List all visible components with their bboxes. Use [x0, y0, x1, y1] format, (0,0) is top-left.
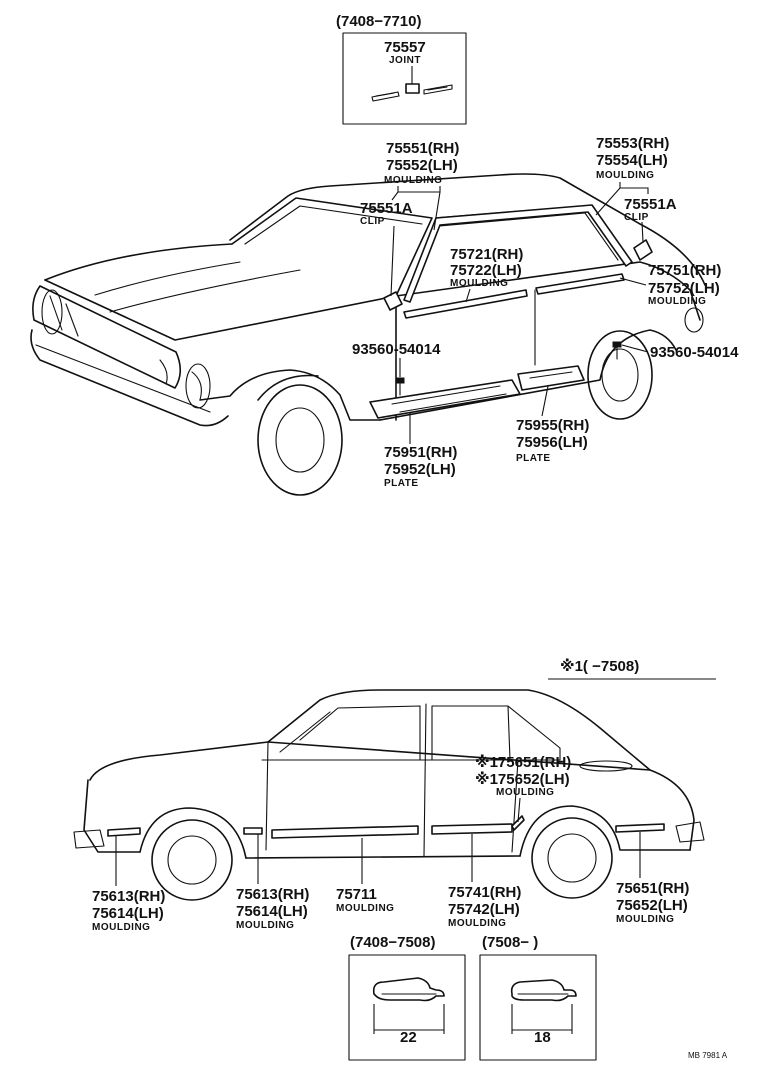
scuff-plate-rear-part — [517, 365, 585, 391]
inset-joint-part-no: 75557 — [384, 39, 426, 56]
clip-left-part — [383, 291, 403, 311]
callout-75553-75554-line2: 75554(LH) — [596, 152, 668, 169]
callout-75613-75614-b-line1: 75613(RH) — [236, 886, 309, 903]
fender-marker-rear-part — [243, 827, 263, 835]
section-inset-left: (7408−7508) 22 — [348, 934, 466, 1061]
section-left-date-range: (7408−7508) — [350, 934, 436, 951]
fender-marker-front-part — [107, 827, 141, 837]
callout-75751-75752-line1: 75751(RH) — [648, 262, 721, 279]
callout-screw-left-line1: 93560-54014 — [352, 341, 441, 358]
callout-75741-75742: 75741(RH) 75742(LH) MOULDING — [448, 834, 521, 929]
clip-right-part — [633, 239, 653, 261]
note-range: ※1( −7508) — [560, 657, 639, 675]
callout-75955-75956: 75955(RH) 75956(LH) PLATE — [516, 385, 589, 464]
callout-75955-75956-line1: 75955(RH) — [516, 417, 589, 434]
callout-75551A-right-word: CLIP — [624, 212, 649, 223]
inset-joint-part-word: JOINT — [389, 55, 421, 66]
screw-left-part — [395, 377, 405, 396]
callout-75955-75956-line2: 75956(LH) — [516, 434, 588, 451]
callout-75951-75952-word: PLATE — [384, 478, 419, 489]
callout-75651-75652-star-word: MOULDING — [496, 787, 554, 798]
callout-75711-word: MOULDING — [336, 903, 394, 914]
callout-screw-right-line1: 93560-54014 — [650, 344, 739, 361]
callout-75721-75722-word: MOULDING — [450, 278, 508, 289]
callout-75613-75614-a-word: MOULDING — [92, 922, 150, 933]
callout-75551A-right-line1: 75551A — [624, 196, 677, 213]
callout-75613-75614-a: 75613(RH) 75614(LH) MOULDING — [92, 836, 165, 933]
belt-moulding-front-part — [403, 289, 528, 319]
screw-right-part — [612, 341, 622, 360]
section-left-profile — [372, 977, 445, 1002]
callout-75551A-left-word: CLIP — [360, 216, 385, 227]
callout-75651-75652-star-line1: ※175651(RH) — [475, 753, 571, 771]
joint-parts-drawing — [371, 83, 453, 102]
callout-75751-75752: 75751(RH) 75752(LH) MOULDING — [619, 262, 721, 307]
callout-screw-right: 93560-54014 — [621, 344, 739, 361]
callout-75553-75554: 75553(RH) 75554(LH) MOULDING — [595, 135, 669, 216]
lower-parts — [107, 815, 665, 839]
callout-75551-75552-line2: 75552(LH) — [386, 157, 458, 174]
callout-75711: 75711 MOULDING — [336, 838, 394, 914]
callout-75651-75652-line2: 75652(LH) — [616, 897, 688, 914]
callout-75711-line1: 75711 — [336, 886, 377, 903]
callout-75741-75742-line1: 75741(RH) — [448, 884, 521, 901]
callout-75613-75614-b-line2: 75614(LH) — [236, 903, 308, 920]
section-inset-right: (7508− ) 18 — [479, 934, 597, 1061]
callout-75613-75614-a-line2: 75614(LH) — [92, 905, 164, 922]
callout-75551-75552: 75551(RH) 75552(LH) MOULDING — [384, 140, 459, 231]
callout-75553-75554-line1: 75553(RH) — [596, 135, 669, 152]
callout-75551A-left: 75551A CLIP — [360, 200, 413, 297]
callout-75651-75652-word: MOULDING — [616, 914, 674, 925]
callout-75613-75614-b: 75613(RH) 75614(LH) MOULDING — [236, 834, 309, 931]
callout-75721-75722-line1: 75721(RH) — [450, 246, 523, 263]
callout-75751-75752-word: MOULDING — [648, 296, 706, 307]
callout-screw-left: 93560-54014 — [352, 341, 441, 377]
callout-75613-75614-a-line1: 75613(RH) — [92, 888, 165, 905]
callout-75721-75722: 75721(RH) 75722(LH) MOULDING — [450, 246, 523, 303]
quarter-moulding-part — [615, 823, 665, 833]
callout-75741-75742-line2: 75742(LH) — [448, 901, 520, 918]
section-right-profile — [510, 979, 577, 1002]
lower-car-drawing — [73, 689, 705, 901]
callout-75721-75722-line2: 75722(LH) — [450, 262, 522, 279]
section-right-dimension: 18 — [534, 1029, 551, 1046]
callout-75551A-right: 75551A CLIP — [624, 196, 677, 243]
callout-75951-75952: 75951(RH) 75952(LH) PLATE — [384, 412, 457, 489]
callout-75741-75742-word: MOULDING — [448, 918, 506, 929]
callout-75651-75652: 75651(RH) 75652(LH) MOULDING — [616, 832, 689, 925]
footer-code: MB 7981 A — [688, 1051, 728, 1060]
belt-moulding-rear-part — [535, 273, 625, 295]
inset-joint: (7408−7710) 75557 JOINT — [336, 13, 467, 125]
callout-75551A-left-line1: 75551A — [360, 200, 413, 217]
section-right-date-range: (7508− ) — [482, 934, 538, 951]
side-moulding-rear-part — [431, 823, 513, 835]
callout-75651-75652-star-line2: ※175652(LH) — [475, 770, 570, 788]
callout-75955-75956-word: PLATE — [516, 453, 551, 464]
callout-75551-75552-word: MOULDING — [384, 175, 442, 186]
callout-75613-75614-b-word: MOULDING — [236, 920, 294, 931]
callout-75751-75752-line2: 75752(LH) — [648, 280, 720, 297]
upper-parts — [369, 204, 653, 419]
callout-75951-75952-line2: 75952(LH) — [384, 461, 456, 478]
inset-joint-date-range: (7408−7710) — [336, 13, 422, 30]
callout-75553-75554-word: MOULDING — [596, 170, 654, 181]
windshield-moulding-part — [403, 204, 633, 303]
section-left-dimension: 22 — [400, 1029, 417, 1046]
callout-75951-75952-line1: 75951(RH) — [384, 444, 457, 461]
scuff-plate-front-part — [369, 379, 521, 419]
callout-75551-75552-line1: 75551(RH) — [386, 140, 459, 157]
callout-75651-75652-line1: 75651(RH) — [616, 880, 689, 897]
callout-75651-75652-star: ※175651(RH) ※175652(LH) MOULDING — [475, 753, 571, 823]
side-moulding-front-part — [271, 825, 419, 839]
